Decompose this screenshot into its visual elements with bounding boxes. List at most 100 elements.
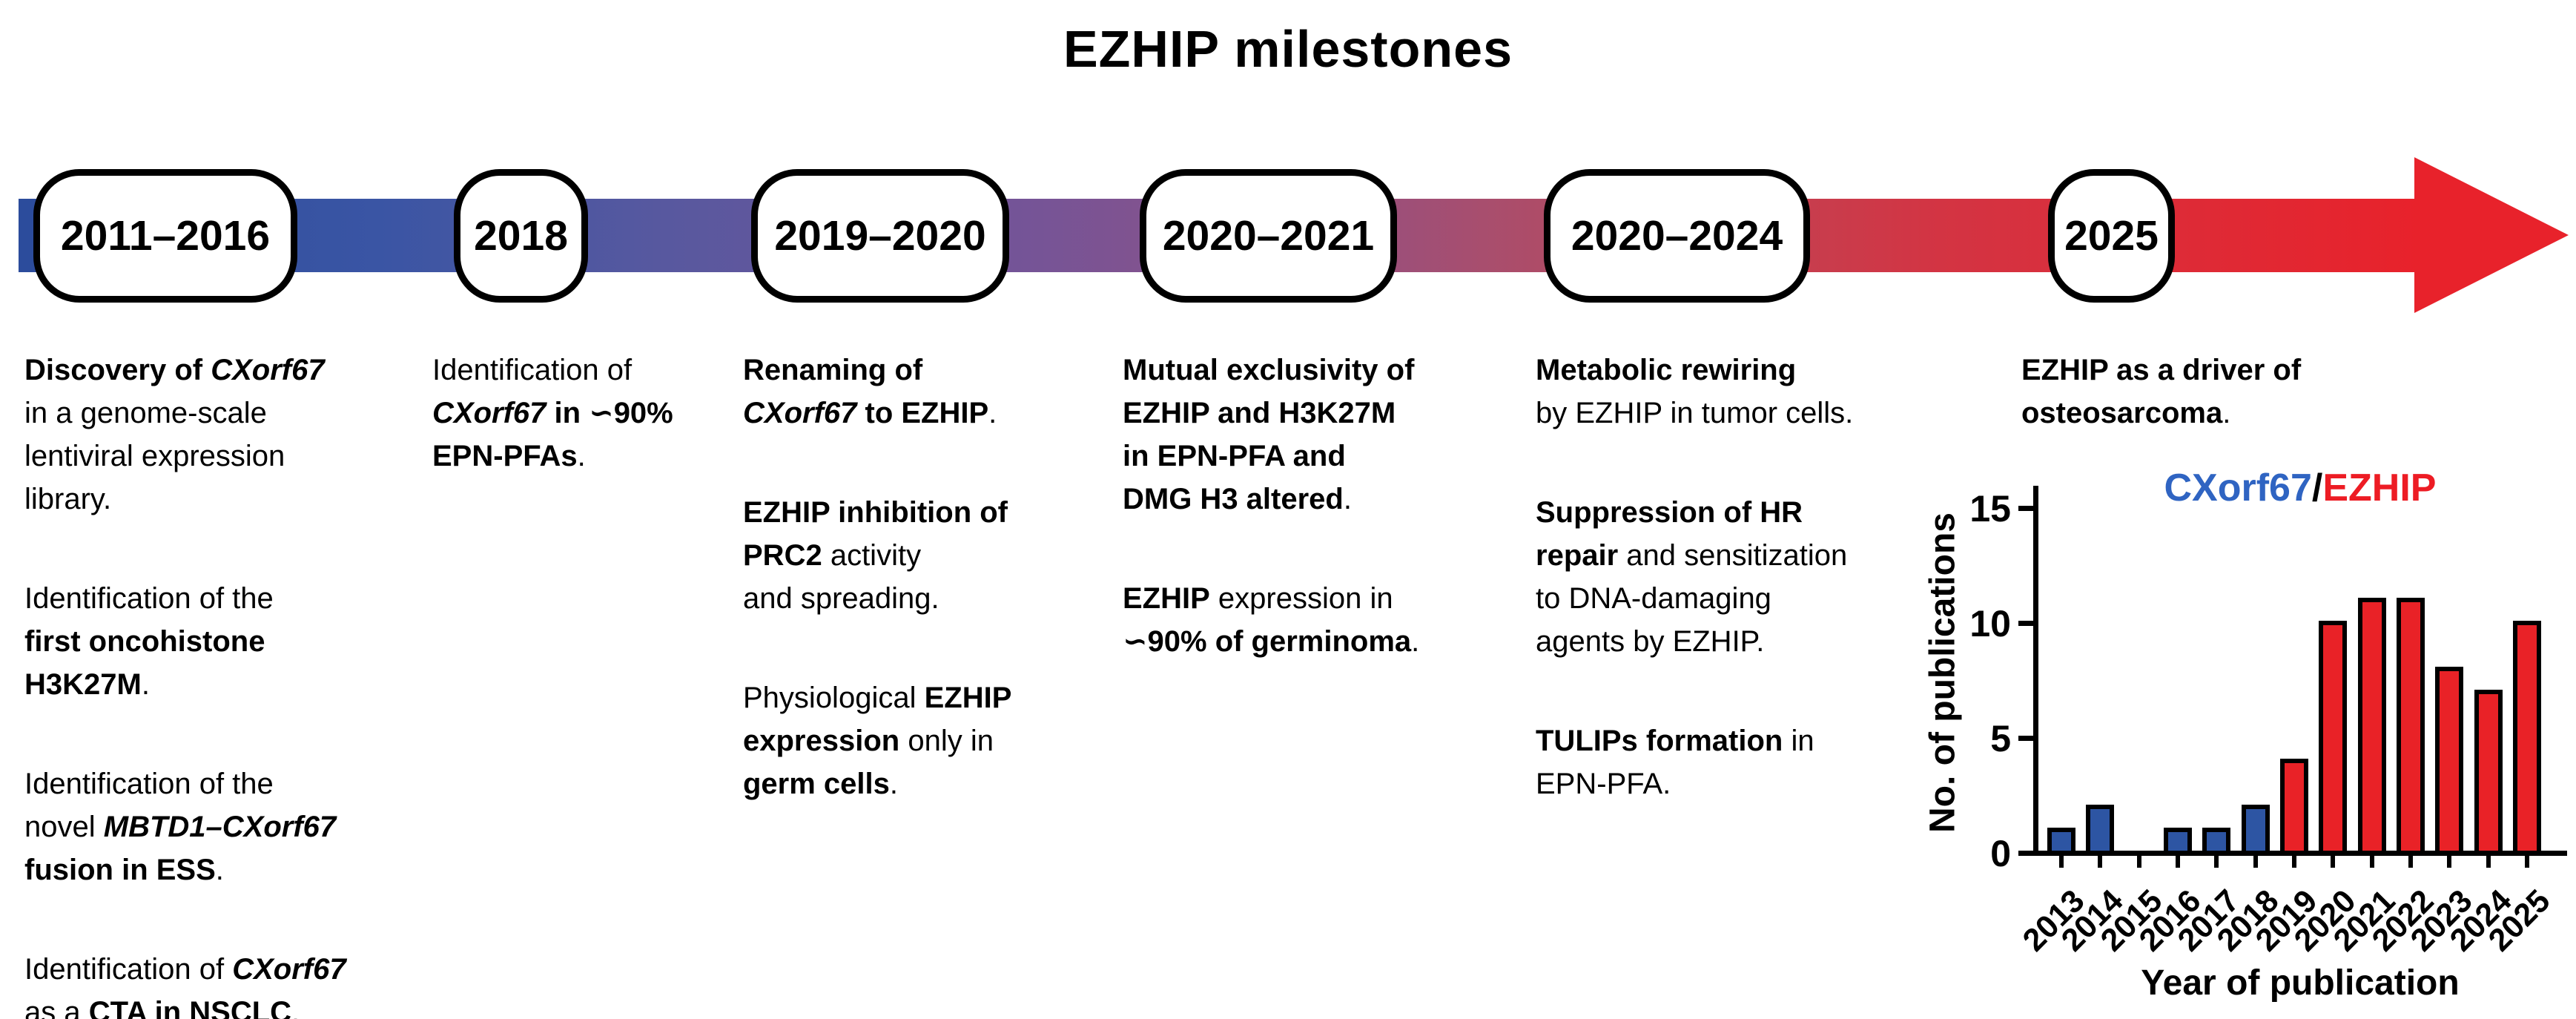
text-run: in EPN-PFA and: [1123, 440, 1346, 472]
text-run: repair: [1536, 539, 1619, 572]
text-run: lentiviral expression: [24, 440, 285, 472]
text-run: as a: [24, 996, 89, 1019]
x-axis-tick: [2098, 856, 2102, 868]
text-line: Identification of CXorf67: [24, 948, 346, 991]
bar-2018: [2242, 805, 2270, 856]
text-run: H3K27M: [24, 668, 142, 701]
text-run: Renaming of: [743, 354, 923, 386]
timeline-period-box-2011-2016: 2011–2016: [33, 169, 297, 303]
text-run: TULIPs formation: [1536, 725, 1783, 757]
milestone-paragraph: EZHIP as a driver of osteosarcoma.: [2021, 349, 2301, 435]
text-line: agents by EZHIP.: [1536, 620, 1853, 663]
text-line: Identification of: [432, 349, 673, 392]
timeline-arrowhead-icon: [2414, 157, 2569, 313]
text-run: activity: [822, 539, 922, 572]
x-axis-tick: [2214, 856, 2219, 868]
text-line: and spreading.: [743, 577, 1011, 620]
text-run: MBTD1–CXorf67: [103, 811, 337, 843]
text-run: .: [141, 668, 150, 701]
x-axis-tick: [2408, 856, 2413, 868]
text-line: repair and sensitization: [1536, 534, 1853, 577]
text-run: Metabolic rewiring: [1536, 354, 1797, 386]
timeline-period-box-2025: 2025: [2048, 169, 2175, 303]
text-run: ∽90%: [1123, 625, 1207, 658]
bar-2025: [2513, 621, 2541, 856]
text-run: in a genome-scale: [24, 397, 267, 429]
legend-entry: /: [2311, 466, 2323, 510]
text-run: novel: [24, 811, 104, 843]
text-run: Identification of the: [24, 582, 274, 615]
timeline-period-box-2018: 2018: [454, 169, 588, 303]
bar-2014: [2086, 805, 2114, 856]
chart-y-axis-line: [2033, 486, 2038, 856]
text-run: Identification of: [24, 953, 233, 986]
text-line: Discovery of CXorf67: [24, 349, 346, 392]
text-run: Mutual exclusivity of: [1123, 354, 1415, 386]
text-run: in: [546, 397, 589, 429]
milestones-column-2011-2016: Discovery of CXorf67 in a genome-scale len…: [24, 349, 346, 1019]
text-run: germ cells: [743, 768, 890, 800]
text-run: CXorf67: [432, 397, 546, 429]
text-run: first oncohistone: [24, 625, 265, 658]
text-line: fusion in ESS.: [24, 848, 346, 891]
milestone-paragraph: Identification of the novel MBTD1–CXorf67…: [24, 762, 346, 891]
text-line: Renaming of: [743, 349, 1011, 392]
text-run: .: [889, 768, 899, 800]
y-axis-tick-label: 10: [1969, 603, 2011, 644]
text-line: in EPN-PFA and: [1123, 435, 1419, 478]
chart-legend: CXorf67/EZHIP: [2041, 466, 2560, 510]
y-axis-tick: [2018, 621, 2033, 626]
x-axis-tick: [2176, 856, 2180, 868]
milestone-paragraph: Discovery of CXorf67 in a genome-scale len…: [24, 349, 346, 521]
text-run: .: [2222, 397, 2231, 429]
y-axis-tick-label: 0: [1990, 833, 2011, 874]
y-axis-tick: [2018, 736, 2033, 741]
text-run: CXorf67: [211, 354, 325, 386]
text-line: Mutual exclusivity of: [1123, 349, 1419, 392]
text-run: .: [577, 440, 586, 472]
text-run: expression: [743, 725, 900, 757]
milestone-paragraph: Suppression of HR repair and sensitizatio…: [1536, 491, 1853, 663]
text-run: .: [291, 996, 300, 1019]
chart-x-axis-title: Year of publication: [2141, 963, 2460, 1003]
text-run: Identification of the: [24, 768, 274, 800]
y-axis-tick: [2018, 851, 2033, 856]
text-run: of germinoma: [1206, 625, 1412, 658]
x-axis-tick: [2059, 856, 2064, 868]
milestones-column-2020-2021: Mutual exclusivity of EZHIP and H3K27M in …: [1123, 349, 1419, 719]
bar-2023: [2435, 667, 2463, 856]
text-run: DMG H3 altered: [1123, 483, 1344, 515]
text-line: Metabolic rewiring: [1536, 349, 1853, 392]
x-axis-tick: [2486, 856, 2491, 868]
timeline-period-box-2020-2024: 2020–2024: [1544, 169, 1810, 303]
text-run: .: [988, 397, 997, 429]
text-line: CXorf67 in ∽90%: [432, 392, 673, 435]
text-line: EZHIP expression in: [1123, 577, 1419, 620]
milestones-column-2025: EZHIP as a driver of osteosarcoma.: [2021, 349, 2301, 491]
bar-2021: [2358, 598, 2386, 856]
x-axis-tick: [2137, 856, 2141, 868]
text-run: Physiological: [743, 682, 925, 714]
text-line: PRC2 activity: [743, 534, 1011, 577]
bar-2024: [2474, 690, 2503, 856]
text-line: CXorf67 to EZHIP.: [743, 392, 1011, 435]
x-axis-tick: [2292, 856, 2296, 868]
text-line: EZHIP as a driver of: [2021, 349, 2301, 392]
text-run: .: [215, 854, 224, 886]
y-axis-tick-label: 15: [1969, 488, 2011, 530]
text-line: novel MBTD1–CXorf67: [24, 805, 346, 848]
text-run: osteosarcoma: [2021, 397, 2223, 429]
text-run: EZHIP and H3K27M: [1123, 397, 1396, 429]
chart-x-axis-line: [2023, 851, 2567, 856]
text-run: Suppression of HR: [1536, 496, 1803, 529]
text-run: by EZHIP in tumor cells.: [1536, 397, 1854, 429]
text-run: agents by EZHIP.: [1536, 625, 1765, 658]
milestones-column-2020-2024: Metabolic rewiring by EZHIP in tumor cell…: [1536, 349, 1853, 862]
text-run: in: [1783, 725, 1814, 757]
text-run: only in: [899, 725, 994, 757]
text-line: EZHIP inhibition of: [743, 491, 1011, 534]
